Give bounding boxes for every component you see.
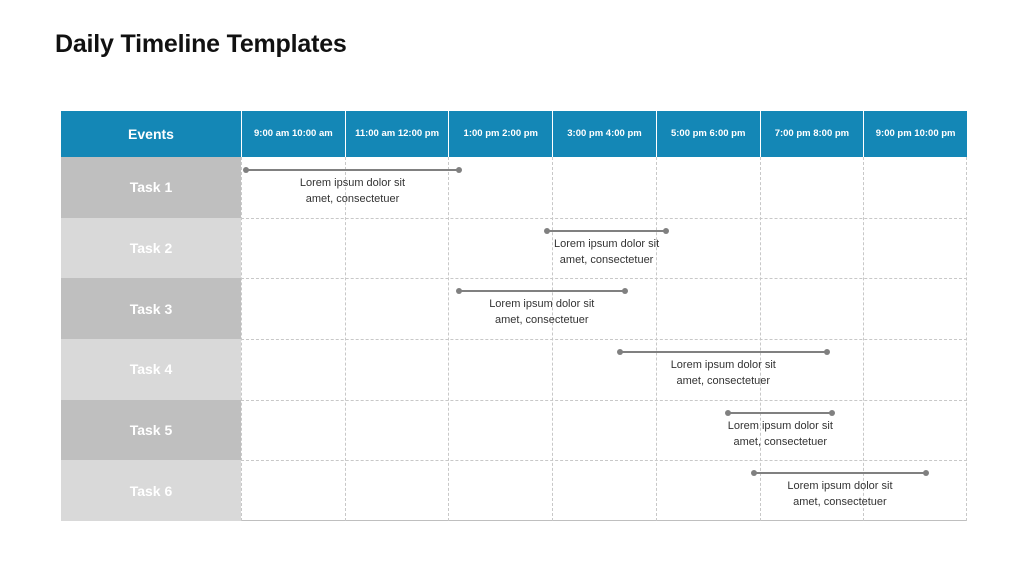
task-description-line: Lorem ipsum dolor sit bbox=[489, 298, 595, 311]
task-description: Lorem ipsum dolor sit amet, consectetuer bbox=[277, 175, 427, 207]
task-description: Lorem ipsum dolor sit amet, consectetuer bbox=[467, 296, 617, 328]
grid-row-line bbox=[241, 339, 967, 340]
task-description-line: amet, consectetuer bbox=[793, 496, 887, 509]
time-column-header: 9:00 pm 10:00 pm bbox=[863, 111, 967, 157]
time-column-header: 5:00 pm 6:00 pm bbox=[655, 111, 760, 157]
time-column-header: 9:00 am 10:00 am bbox=[241, 111, 345, 157]
task-bar-start-dot bbox=[243, 167, 250, 173]
task-bar bbox=[455, 288, 628, 295]
task-bar bbox=[616, 349, 830, 355]
task-label: Task 2 bbox=[61, 217, 241, 279]
events-header: Events bbox=[128, 126, 174, 142]
time-column-header: 11:00 am 12:00 pm bbox=[344, 111, 449, 157]
task-description-line: amet, consectetuer bbox=[676, 375, 771, 387]
task-bar bbox=[543, 227, 670, 234]
grid-row-line bbox=[241, 399, 967, 401]
task-bar-start-dot bbox=[455, 288, 462, 295]
grid-row-line bbox=[241, 217, 967, 219]
task-description-line: Lorem ipsum dolor sit bbox=[787, 480, 893, 493]
task-label: Task 6 bbox=[61, 460, 241, 521]
page-title: Daily Timeline Templates bbox=[55, 30, 347, 58]
grid-bottom-border bbox=[241, 520, 967, 521]
task-label: Task 1 bbox=[61, 157, 241, 218]
task-description-line: amet, consectetuer bbox=[494, 314, 589, 327]
task-description-line: Lorem ipsum dolor sit bbox=[299, 177, 406, 189]
task-bar-end-dot bbox=[455, 167, 462, 173]
task-description: Lorem ipsum dolor sit amet, consectetuer bbox=[532, 236, 682, 268]
time-column-header: 7:00 pm 8:00 pm bbox=[759, 111, 864, 157]
task-label: Task 3 bbox=[61, 278, 241, 339]
grid-row-line bbox=[241, 460, 967, 462]
task-bar bbox=[243, 167, 462, 173]
task-description-line: amet, consectetuer bbox=[305, 193, 400, 205]
task-description: Lorem ipsum dolor sit amet, consectetuer bbox=[705, 418, 855, 450]
task-bar bbox=[725, 409, 836, 416]
grid-row-line bbox=[241, 278, 967, 280]
task-description-line: Lorem ipsum dolor sit bbox=[727, 419, 833, 432]
task-label: Task 5 bbox=[61, 399, 241, 461]
task-bar-start-dot bbox=[616, 349, 623, 355]
task-label: Task 4 bbox=[61, 339, 241, 400]
time-column-header: 3:00 pm 4:00 pm bbox=[552, 111, 656, 157]
task-description: Lorem ipsum dolor sit amet, consectetuer bbox=[765, 478, 915, 510]
task-description-line: amet, consectetuer bbox=[733, 435, 828, 448]
header-background bbox=[61, 111, 967, 157]
task-bar-end-dot bbox=[621, 288, 628, 295]
task-bar-start-dot bbox=[725, 409, 732, 416]
task-description-line: Lorem ipsum dolor sit bbox=[554, 237, 660, 250]
task-bar-end-dot bbox=[663, 227, 670, 234]
task-bar-start-dot bbox=[543, 227, 550, 234]
task-bar-start-dot bbox=[751, 470, 758, 477]
task-bar bbox=[751, 470, 929, 477]
task-bar-end-dot bbox=[922, 470, 929, 477]
task-bar-end-dot bbox=[829, 409, 836, 416]
task-description-line: amet, consectetuer bbox=[559, 253, 654, 266]
task-description: Lorem ipsum dolor sit amet, consectetuer bbox=[648, 357, 798, 389]
time-column-header: 1:00 pm 2:00 pm bbox=[448, 111, 552, 157]
task-bar-end-dot bbox=[823, 349, 830, 355]
task-description-line: Lorem ipsum dolor sit bbox=[670, 359, 776, 371]
